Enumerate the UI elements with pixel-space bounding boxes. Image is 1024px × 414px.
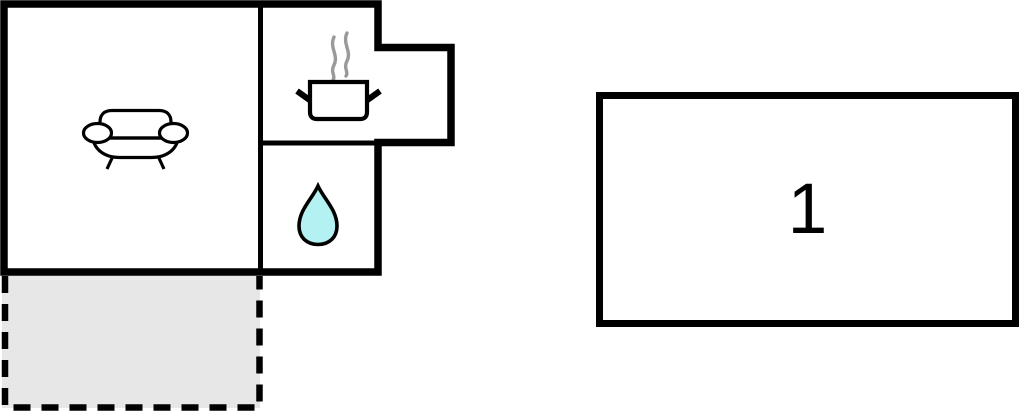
steam-line-left: [330, 35, 338, 82]
terrace-area: [1, 274, 263, 411]
sofa-backrest: [98, 108, 173, 140]
floor-plan: [0, 0, 455, 411]
sofa-armrest-left: [81, 121, 114, 145]
cooking-pot-icon: [295, 31, 382, 122]
outer-walls: [0, 0, 455, 276]
bedroom-1: 1: [596, 92, 1019, 327]
bedroom-number: 1: [787, 170, 828, 249]
water-drop-icon: [297, 181, 339, 247]
terrace-dashed-border: [1, 276, 263, 411]
sofa-icon: [81, 108, 190, 170]
pot-body: [307, 79, 370, 122]
steam-line-right: [343, 31, 351, 78]
terrace-fill: [2, 274, 260, 408]
sofa-armrest-right: [157, 121, 190, 145]
